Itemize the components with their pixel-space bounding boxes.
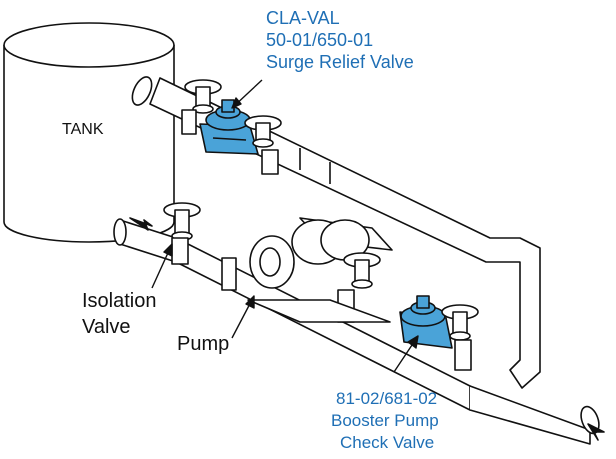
surge-valve-right-riser [244, 115, 282, 175]
surge-valve-label-line1: CLA-VAL [266, 8, 340, 28]
flow-arrows [129, 217, 605, 441]
surge-relief-valve [199, 99, 259, 155]
isolation-valve-label-line1: Isolation [82, 290, 157, 312]
leader-arrows [151, 79, 419, 373]
pump-discharge-riser [343, 252, 381, 289]
surge-valve-left-riser [181, 79, 222, 135]
surge-valve-label-line2: 50-01/650-01 [266, 30, 374, 50]
check-valve-right-riser [441, 304, 479, 371]
check-valve [399, 295, 453, 349]
tank-label: TANK [62, 121, 104, 138]
check-valve-label-line2: Booster Pump [331, 411, 439, 430]
pump [247, 217, 393, 323]
check-valve-label-line1: 81-02/681-02 [336, 389, 438, 408]
check-valve-label-line3: Check Valve [340, 433, 435, 452]
tank [3, 22, 175, 243]
surge-valve-label-line3: Surge Relief Valve [266, 52, 414, 72]
relief-return-line [131, 76, 541, 389]
outlet-pipe-end [469, 385, 600, 445]
pump-label: Pump [177, 333, 230, 355]
isolation-valve-label-line2: Valve [82, 316, 131, 338]
